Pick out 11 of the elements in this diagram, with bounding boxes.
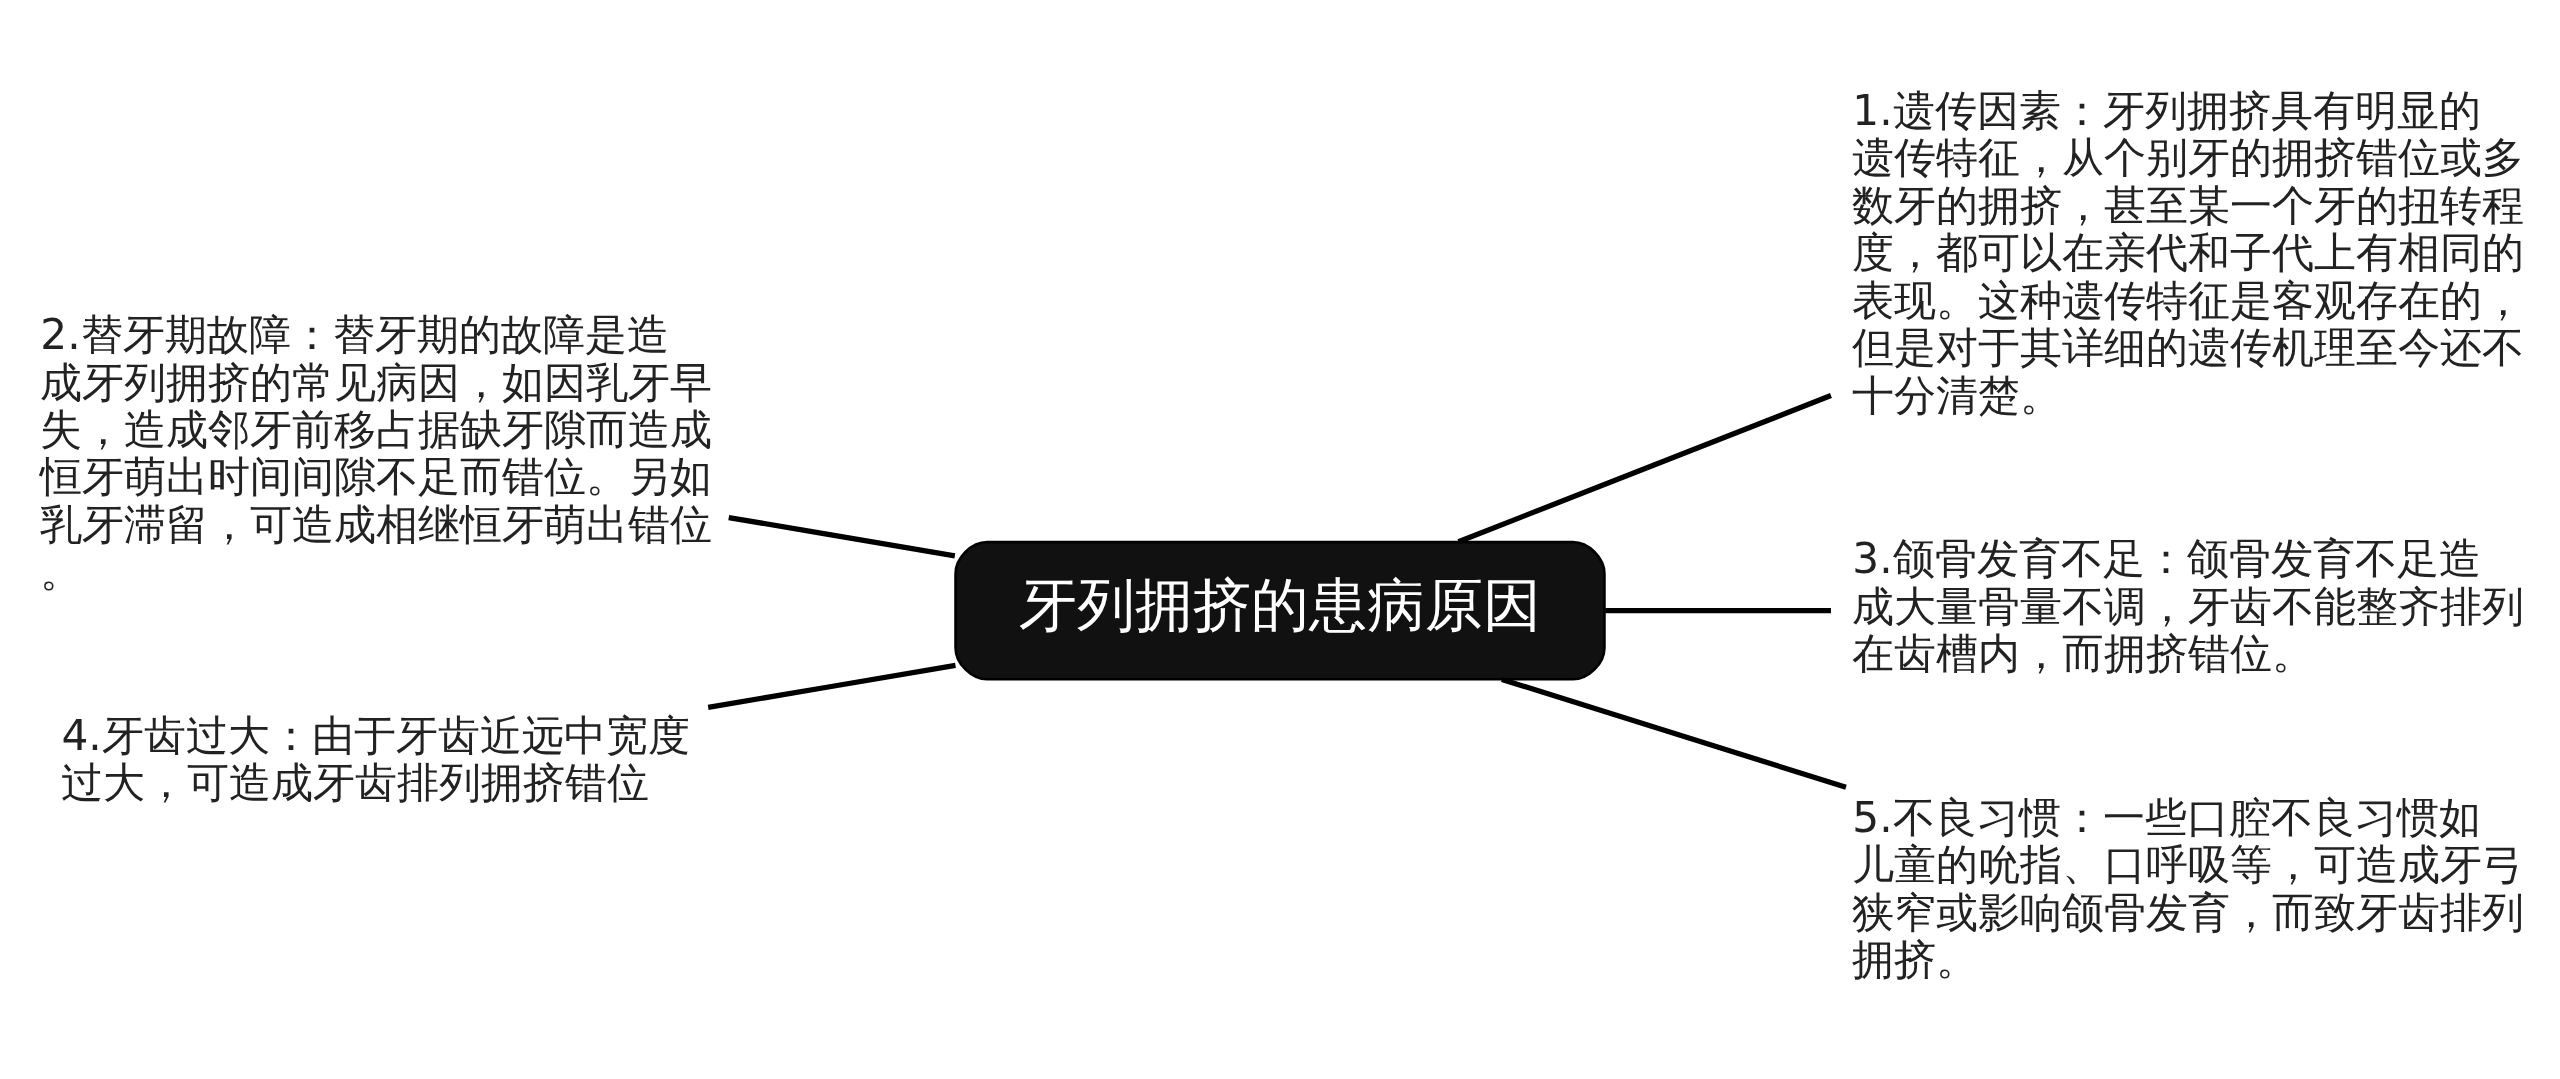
connector bbox=[1457, 393, 1832, 545]
node-text: 5.不良习惯：一些口腔不良习惯如儿童的吮指、口呼吸等，可造成牙弓狭窄或影响颌骨发育，而致牙齿排列拥挤。 bbox=[1852, 792, 2525, 985]
node-text: 3.颌骨发育不足：颌骨发育不足造成大量骨量不调，牙齿不能整齐排列在齿槽内，而拥挤错位。 bbox=[1852, 534, 2525, 679]
node-text: 1.遗传因素：牙列拥挤具有明显的遗传特征，从个别牙的拥挤错位或多数牙的拥挤，甚至某一个牙的扭转程度，都可以在亲代和子代上有相同的表现。这种遗传特征是客观存在的，但是对于其详细的遗传机理至今还不十分清楚。 bbox=[1852, 85, 2525, 420]
connector bbox=[707, 662, 956, 710]
connector bbox=[1501, 676, 1847, 790]
node-text: 2.替牙期故障：替牙期的故障是造成牙列拥挤的常见病因，如因乳牙早失，造成邻牙前移占据缺牙隙而造成恒牙萌出时间间隙不足而错位。另如乳牙滞留，可造成相继恒牙萌出错位。 bbox=[40, 310, 713, 597]
connector bbox=[728, 514, 956, 559]
connector bbox=[1605, 608, 1831, 614]
node-text: 4.牙齿过大：由于牙齿近远中宽度过大，可造成牙齿排列拥挤错位 bbox=[61, 710, 690, 808]
node-box: 牙列拥挤的患病原因 bbox=[954, 540, 1606, 681]
